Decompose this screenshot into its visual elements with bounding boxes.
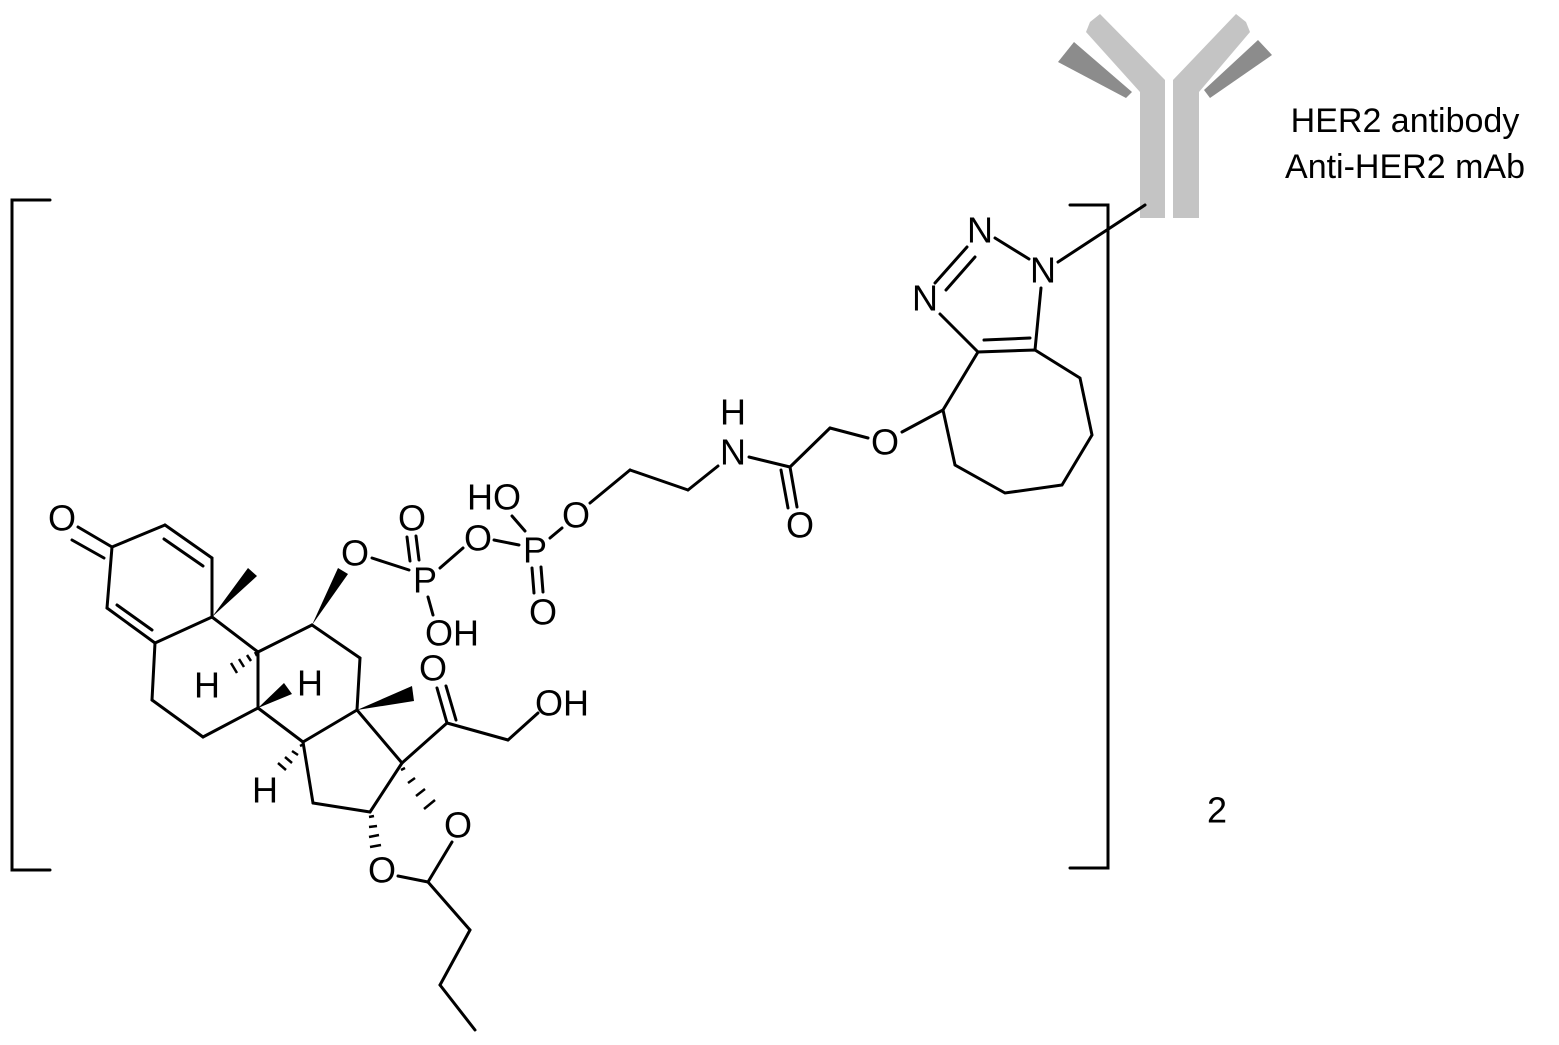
- antibody-label-2: Anti-HER2 mAb: [1285, 148, 1525, 186]
- right-bracket: [1068, 203, 1110, 870]
- atom-o11: O: [341, 533, 369, 574]
- atom-c21-oh: OH: [535, 683, 589, 724]
- subscript-count: 2: [1207, 790, 1227, 831]
- atom-h9: H: [194, 665, 220, 706]
- atom-p1-oxo: O: [398, 498, 426, 539]
- atom-ketone-o: O: [48, 498, 76, 539]
- atom-c20-o: O: [419, 648, 447, 689]
- atom-h8: H: [297, 663, 323, 704]
- atom-triazole-n1: N: [1030, 250, 1056, 291]
- antibody-label-1: HER2 antibody: [1291, 102, 1520, 140]
- atom-labels: O O P O OH O P HO O O N H O O N N N H H …: [48, 210, 1056, 891]
- atom-p2: P: [523, 530, 547, 571]
- atom-h14: H: [252, 770, 278, 811]
- atom-ester-o: O: [562, 495, 590, 536]
- atom-amide-h: H: [720, 392, 746, 433]
- atom-dioxolane-o2: O: [368, 850, 396, 891]
- atom-amide-n: N: [720, 432, 746, 473]
- atom-amide-o: O: [786, 505, 814, 546]
- atom-p2-ho: HO: [467, 477, 521, 518]
- atom-ether-o: O: [871, 422, 899, 463]
- left-bracket: [10, 198, 52, 872]
- atom-dioxolane-o1: O: [444, 805, 472, 846]
- bonds: [70, 203, 1147, 1032]
- atom-triazole-n2: N: [967, 210, 993, 251]
- atom-p2-oxo: O: [529, 592, 557, 633]
- atom-triazole-n3: N: [912, 278, 938, 319]
- atom-bridge-o: O: [464, 518, 492, 559]
- antibody-icon: [1058, 14, 1272, 218]
- atom-p1: P: [413, 560, 437, 601]
- atom-p1-oh: OH: [425, 613, 479, 654]
